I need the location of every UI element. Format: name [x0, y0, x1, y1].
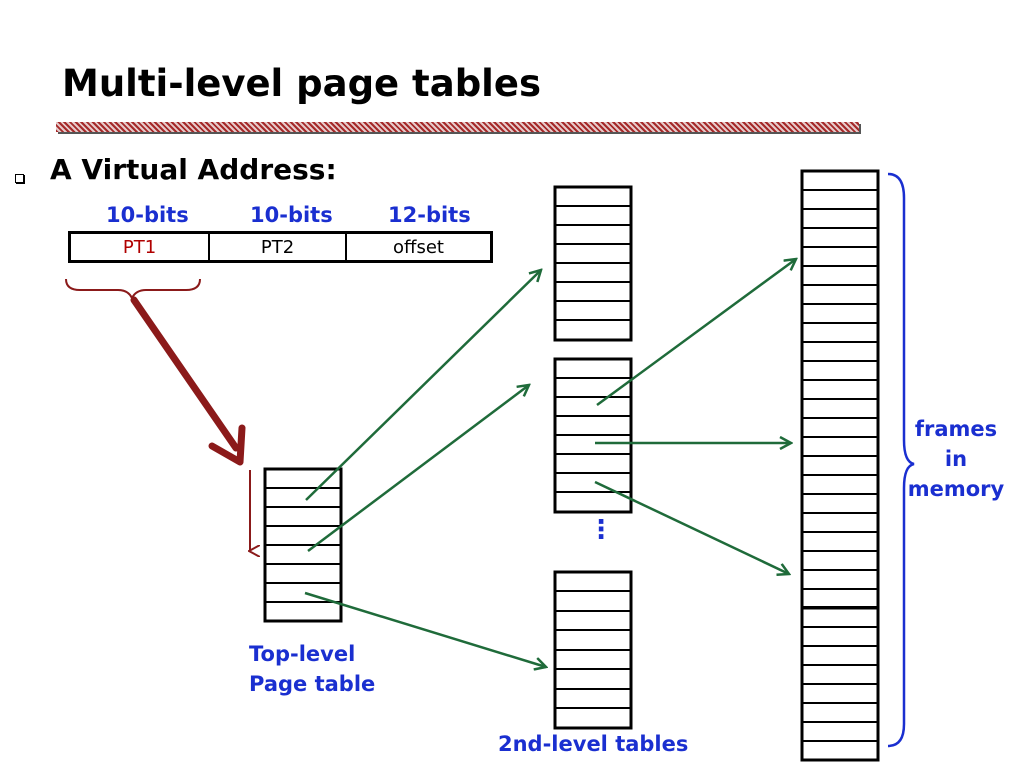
second-level-table-1: [553, 185, 633, 342]
top-level-table-label: Top-level Page table: [249, 642, 376, 696]
virtual-address-box: PT1 PT2 offset: [68, 231, 493, 263]
pt1-brace: [65, 278, 201, 301]
pointer-arrow-2: [307, 385, 529, 552]
offset-bits-label: 12-bits: [388, 203, 471, 227]
top-level-page-table: [263, 467, 343, 623]
memory-frames-column: [800, 169, 880, 627]
pt1-pointer-arrow: [130, 296, 246, 466]
second-level-table-2: [553, 357, 633, 514]
pt1-bits-label: 10-bits: [106, 203, 189, 227]
second-level-table-3: [553, 570, 633, 730]
pt2-bits-label: 10-bits: [250, 203, 333, 227]
pointer-arrow-6: [594, 480, 789, 574]
bullet-text: A Virtual Address:: [50, 153, 337, 186]
page-table-pointer-arrows: [304, 259, 796, 667]
offset-field: offset: [345, 234, 490, 260]
second-level-tables-label: 2nd-level tables: [498, 732, 689, 756]
pointer-arrow-4: [596, 259, 796, 407]
pt1-field: PT1: [122, 236, 157, 258]
frames-brace: [887, 172, 915, 748]
title-divider: [56, 122, 859, 132]
ellipsis-dots: ⋮: [588, 515, 614, 545]
frames-in-memory-label: frames in memory: [907, 417, 1005, 501]
bullet-square-icon: [15, 174, 24, 183]
pointer-arrow-3: [304, 591, 546, 667]
memory-frames-column-lower: [800, 606, 880, 762]
pointer-arrow-1: [305, 270, 541, 501]
pt2-field: PT2: [208, 234, 345, 260]
slide-title: Multi-level page tables: [62, 62, 541, 105]
